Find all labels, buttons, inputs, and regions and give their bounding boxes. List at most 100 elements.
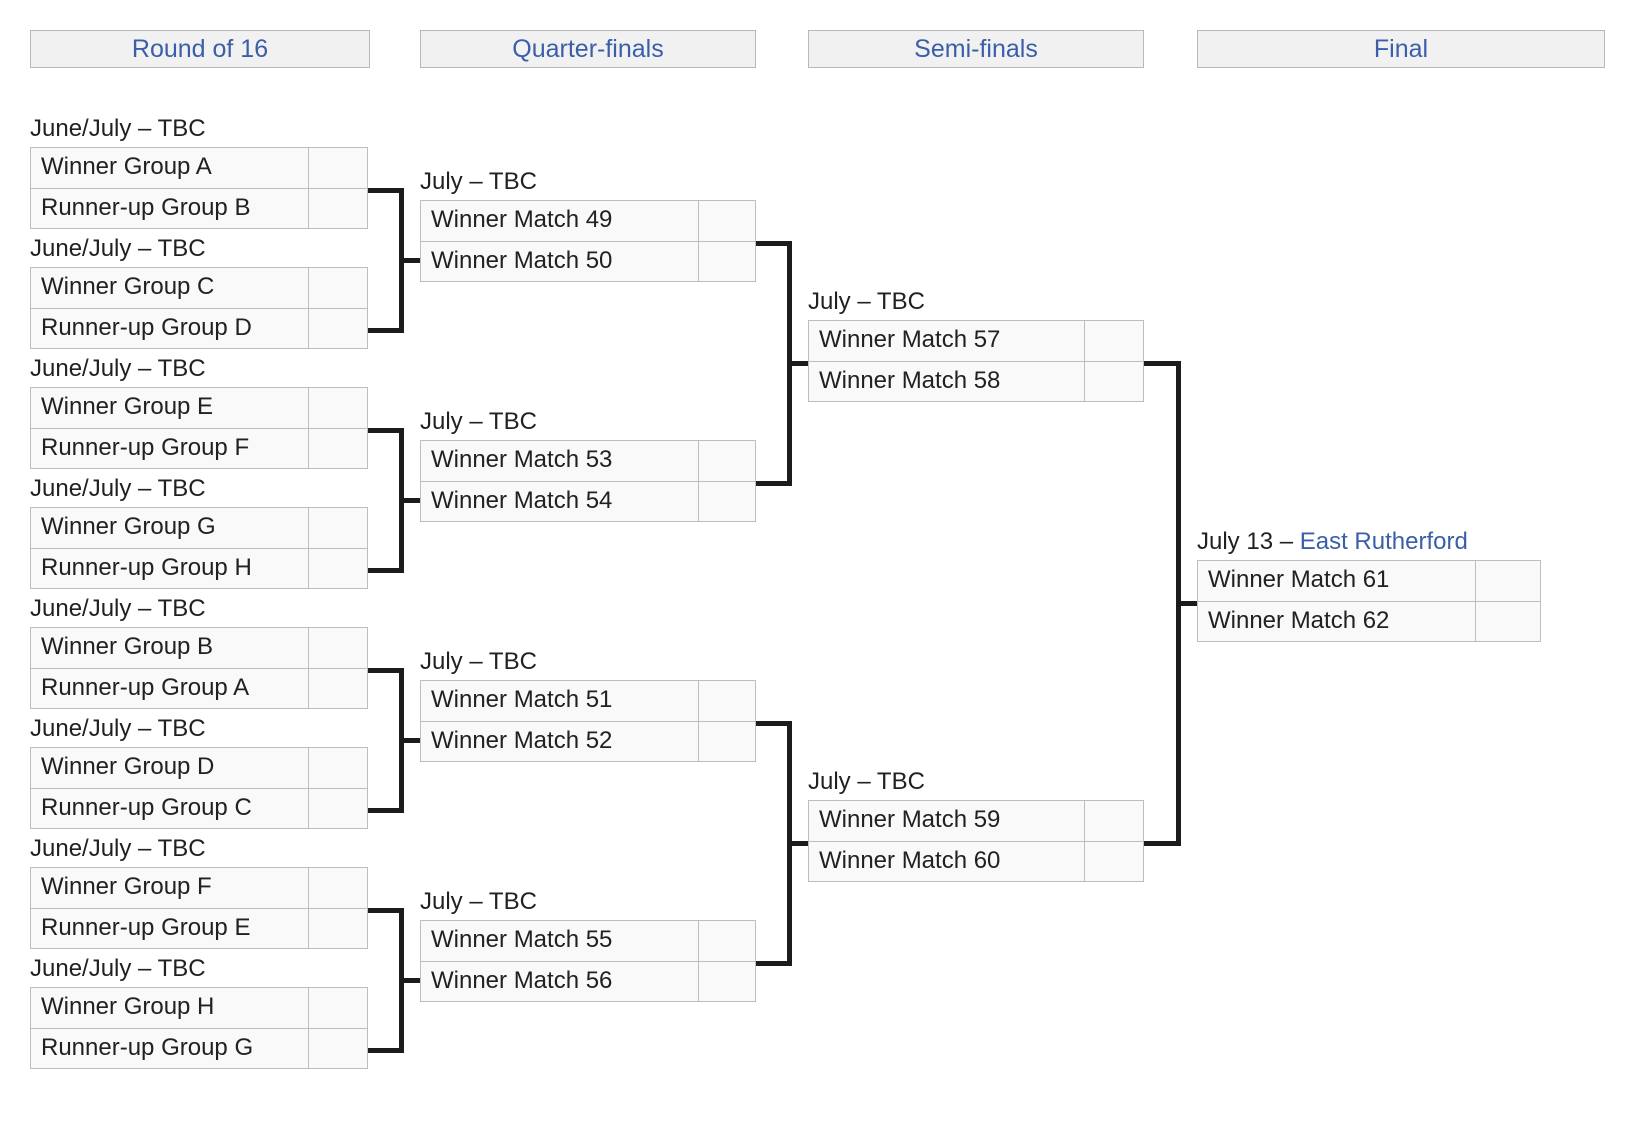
team-score <box>309 628 367 668</box>
team-name[interactable]: Runner-up Group D <box>31 309 309 348</box>
team-name[interactable]: Winner Match 51 <box>421 681 699 721</box>
match-row: Winner Group E <box>31 388 367 428</box>
team-name[interactable]: Winner Match 60 <box>809 842 1085 881</box>
match-caption-round_of_16-7: June/July – TBC <box>30 955 206 982</box>
round-header-2[interactable]: Quarter-finals <box>420 30 756 68</box>
team-score <box>699 441 755 481</box>
team-score <box>1085 842 1143 881</box>
match-row: Winner Match 56 <box>421 961 755 1001</box>
match-row: Winner Match 50 <box>421 241 755 281</box>
team-name[interactable]: Runner-up Group G <box>31 1029 309 1068</box>
match-row: Winner Match 53 <box>421 441 755 481</box>
team-score <box>699 242 755 281</box>
team-score <box>1476 602 1540 641</box>
team-name[interactable]: Runner-up Group H <box>31 549 309 588</box>
team-score <box>699 962 755 1001</box>
team-name[interactable]: Runner-up Group B <box>31 189 309 228</box>
team-score <box>699 482 755 521</box>
r16-to-qf-1-stub-top <box>368 188 404 193</box>
team-name[interactable]: Winner Group E <box>31 388 309 428</box>
sf-to-final-stub-bottom <box>1144 841 1181 846</box>
team-name[interactable]: Winner Group B <box>31 628 309 668</box>
team-score <box>699 722 755 761</box>
team-name[interactable]: Winner Group D <box>31 748 309 788</box>
round-header-4[interactable]: Final <box>1197 30 1605 68</box>
team-name[interactable]: Winner Match 52 <box>421 722 699 761</box>
match-row: Winner Group F <box>31 868 367 908</box>
match-row: Winner Match 59 <box>809 801 1143 841</box>
r16-to-qf-3-stub-bottom <box>368 808 404 813</box>
final-venue-link[interactable]: East Rutherford <box>1299 528 1468 555</box>
qf-to-sf-1-stub-bottom <box>756 481 792 486</box>
team-name[interactable]: Winner Group G <box>31 508 309 548</box>
match-row: Winner Group G <box>31 508 367 548</box>
match-row: Runner-up Group F <box>31 428 367 468</box>
match-caption-quarter_finals-1: July – TBC <box>420 408 537 435</box>
team-name[interactable]: Runner-up Group A <box>31 669 309 708</box>
team-name[interactable]: Winner Group C <box>31 268 309 308</box>
team-score <box>309 789 367 828</box>
team-name[interactable]: Winner Match 61 <box>1198 561 1476 601</box>
r16-to-qf-2-stub-top <box>368 428 404 433</box>
match-row: Runner-up Group B <box>31 188 367 228</box>
match-caption-semi_finals-1: July – TBC <box>808 768 925 795</box>
match-row: Winner Match 51 <box>421 681 755 721</box>
team-name[interactable]: Winner Match 59 <box>809 801 1085 841</box>
team-name[interactable]: Winner Match 49 <box>421 201 699 241</box>
match-row: Winner Match 54 <box>421 481 755 521</box>
team-name[interactable]: Winner Match 62 <box>1198 602 1476 641</box>
team-name[interactable]: Winner Match 53 <box>421 441 699 481</box>
match-row: Winner Match 60 <box>809 841 1143 881</box>
team-name[interactable]: Winner Match 58 <box>809 362 1085 401</box>
match-caption-round_of_16-6: June/July – TBC <box>30 835 206 862</box>
team-name[interactable]: Winner Match 57 <box>809 321 1085 361</box>
team-name[interactable]: Winner Match 54 <box>421 482 699 521</box>
match-caption-round_of_16-4: June/July – TBC <box>30 595 206 622</box>
match-caption-round_of_16-2: June/July – TBC <box>30 355 206 382</box>
r16-to-qf-1-exit <box>399 258 420 263</box>
team-score <box>309 1029 367 1068</box>
team-name[interactable]: Winner Group H <box>31 988 309 1028</box>
round-header-3[interactable]: Semi-finals <box>808 30 1144 68</box>
team-name[interactable]: Winner Match 56 <box>421 962 699 1001</box>
team-score <box>1085 321 1143 361</box>
team-score <box>309 909 367 948</box>
team-score <box>309 388 367 428</box>
qf-to-sf-1-stub-top <box>756 241 792 246</box>
team-score <box>1476 561 1540 601</box>
match-row: Winner Match 57 <box>809 321 1143 361</box>
team-score <box>309 549 367 588</box>
r16-to-qf-4-stub-top <box>368 908 404 913</box>
match-row: Winner Group A <box>31 148 367 188</box>
team-score <box>309 148 367 188</box>
team-name[interactable]: Winner Group A <box>31 148 309 188</box>
qf-to-sf-2-stub-bottom <box>756 961 792 966</box>
team-name[interactable]: Runner-up Group C <box>31 789 309 828</box>
team-name[interactable]: Winner Match 55 <box>421 921 699 961</box>
team-name[interactable]: Runner-up Group E <box>31 909 309 948</box>
match-caption-final-0: July 13 – East Rutherford <box>1197 530 1468 554</box>
team-score <box>309 268 367 308</box>
match-row: Winner Match 61 <box>1198 561 1540 601</box>
match-row: Runner-up Group E <box>31 908 367 948</box>
team-name[interactable]: Runner-up Group F <box>31 429 309 468</box>
team-score <box>309 309 367 348</box>
match-caption-quarter_finals-2: July – TBC <box>420 648 537 675</box>
r16-to-qf-3-stub-top <box>368 668 404 673</box>
round-header-1[interactable]: Round of 16 <box>30 30 370 68</box>
team-name[interactable]: Winner Match 50 <box>421 242 699 281</box>
team-name[interactable]: Winner Group F <box>31 868 309 908</box>
match-row: Winner Match 55 <box>421 921 755 961</box>
team-score <box>1085 362 1143 401</box>
team-score <box>1085 801 1143 841</box>
